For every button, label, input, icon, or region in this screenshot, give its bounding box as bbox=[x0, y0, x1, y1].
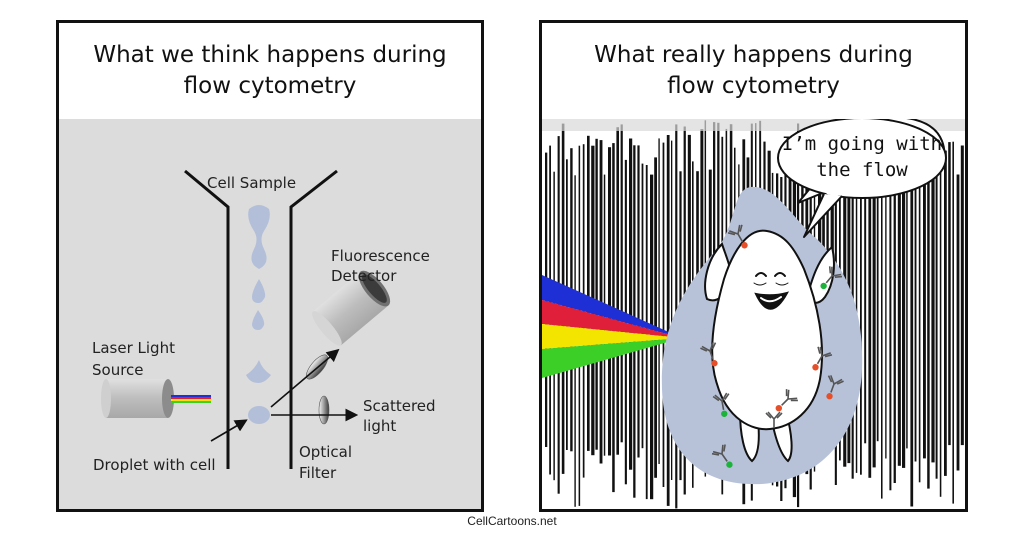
speed-line bbox=[876, 142, 879, 442]
laser-light-source bbox=[101, 379, 211, 418]
label-fluorescence-2: Detector bbox=[331, 267, 397, 285]
speed-line bbox=[910, 154, 914, 507]
speed-line bbox=[902, 167, 906, 468]
speed-line bbox=[931, 155, 935, 463]
speed-line bbox=[658, 138, 660, 464]
speech-text-line1: I’m going with bbox=[781, 133, 943, 155]
fluorophore-dot bbox=[826, 393, 833, 400]
nucleus-character bbox=[704, 229, 835, 463]
antibody-icon bbox=[820, 266, 843, 290]
speed-line bbox=[666, 135, 670, 506]
left-panel: What we think happens during flow cytome… bbox=[56, 20, 484, 512]
speed-line bbox=[889, 132, 892, 491]
speed-line bbox=[927, 126, 930, 489]
label-optical-2: Filter bbox=[299, 464, 337, 482]
antibody-icon bbox=[826, 375, 844, 400]
right-title-line2: flow cytometry bbox=[667, 73, 840, 99]
speed-line bbox=[868, 146, 872, 478]
speed-line bbox=[620, 124, 623, 443]
speed-line bbox=[960, 145, 964, 446]
fluorophore-dot bbox=[711, 360, 718, 367]
right-title-line1: What really happens during bbox=[594, 42, 913, 68]
speed-line bbox=[864, 120, 867, 444]
antibody-icon bbox=[775, 389, 798, 412]
label-droplet: Droplet with cell bbox=[93, 456, 216, 474]
label-laser-1: Laser Light bbox=[92, 339, 175, 357]
credit-text: CellCartoons.net bbox=[467, 514, 557, 528]
antibody-icon bbox=[727, 224, 748, 249]
speed-line bbox=[944, 150, 947, 476]
speed-line bbox=[629, 138, 633, 470]
speed-line bbox=[872, 125, 876, 468]
speed-line bbox=[956, 174, 960, 471]
sample-funnel bbox=[184, 169, 338, 469]
speed-line bbox=[918, 174, 921, 483]
speed-line bbox=[641, 163, 644, 449]
fluorophore-dot bbox=[726, 461, 733, 468]
flow-cytometer-diagram bbox=[101, 169, 391, 469]
speed-line bbox=[906, 131, 908, 449]
speed-line bbox=[885, 151, 887, 459]
fluorophore-dot bbox=[741, 242, 748, 249]
fluorescence-arrow bbox=[270, 348, 340, 408]
left-panel-illustration: Cell Sample Fluorescence Detector Laser … bbox=[59, 119, 481, 509]
antibody-icon bbox=[712, 392, 730, 418]
speed-line bbox=[948, 142, 951, 446]
optical-filter-lens-icon bbox=[318, 395, 330, 425]
speed-line bbox=[662, 142, 665, 487]
fluorophore-dot bbox=[775, 404, 783, 412]
label-cell-sample: Cell Sample bbox=[207, 174, 297, 192]
label-scattered-2: light bbox=[363, 417, 397, 435]
speed-line bbox=[881, 162, 883, 499]
left-title-line2: flow cytometry bbox=[183, 73, 357, 99]
speed-line bbox=[637, 145, 640, 458]
right-panel: What really happens during flow cytometr… bbox=[539, 20, 968, 512]
speed-line bbox=[893, 132, 896, 484]
speed-line bbox=[952, 141, 954, 504]
speed-line bbox=[860, 143, 862, 475]
speed-line bbox=[914, 140, 917, 462]
speed-line bbox=[939, 142, 942, 497]
label-laser-2: Source bbox=[92, 361, 144, 379]
antibody-markers bbox=[700, 224, 844, 468]
speed-line bbox=[654, 157, 657, 478]
speech-text-line2: the flow bbox=[816, 159, 908, 181]
speed-line bbox=[897, 175, 901, 466]
happy-face-icon bbox=[753, 272, 790, 318]
speed-line bbox=[671, 140, 673, 480]
left-title-line1: What we think happens during bbox=[93, 42, 447, 68]
laser-beam bbox=[542, 275, 682, 378]
speed-line bbox=[923, 161, 926, 459]
left-panel-title: What we think happens during flow cytome… bbox=[59, 23, 481, 119]
antibody-icon bbox=[711, 444, 733, 468]
fluorophore-dot bbox=[721, 410, 728, 418]
right-panel-illustration: I’m going with the flow bbox=[542, 119, 965, 509]
speed-line bbox=[608, 147, 612, 456]
label-fluorescence-1: Fluorescence bbox=[331, 247, 430, 265]
fluorophore-dot bbox=[820, 282, 827, 290]
droplet-pointer-arrow bbox=[210, 419, 248, 442]
antibody-icon bbox=[700, 342, 718, 367]
speech-bubble bbox=[777, 119, 947, 238]
fluorescence-detector bbox=[312, 270, 391, 346]
speed-line bbox=[616, 127, 620, 455]
speed-line bbox=[595, 138, 598, 450]
droplet-stream bbox=[246, 205, 271, 424]
antibody-icon bbox=[812, 346, 833, 371]
speed-line bbox=[855, 128, 858, 473]
speed-line bbox=[587, 135, 590, 451]
label-optical-1: Optical bbox=[299, 443, 352, 461]
speed-line bbox=[935, 152, 938, 479]
fluorophore-dot bbox=[812, 364, 819, 371]
label-scattered-1: Scattered bbox=[363, 397, 436, 415]
cell-cartoon-scene bbox=[542, 119, 965, 509]
antibody-icon bbox=[765, 411, 783, 428]
right-panel-title: What really happens during flow cytometr… bbox=[542, 23, 965, 119]
